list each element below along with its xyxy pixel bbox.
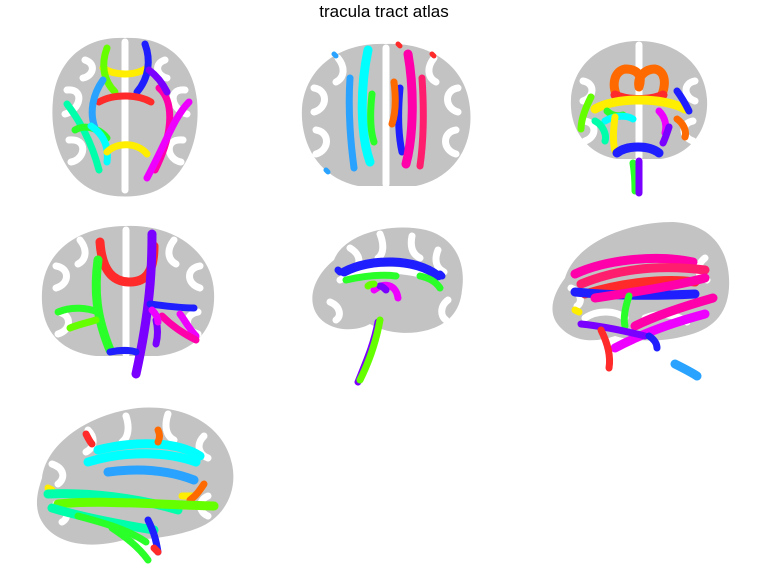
panel-coronal-anterior xyxy=(298,38,474,188)
axial-brain-image xyxy=(52,37,198,197)
coronal-anterior-brain-image xyxy=(301,41,471,188)
sagittal-lateral-right-brain-image xyxy=(552,222,730,381)
panel-coronal-posterior xyxy=(565,35,715,200)
panel-sagittal-lateral-left xyxy=(28,400,240,570)
panel-coronal-mid xyxy=(40,220,220,380)
panel-sagittal-medial xyxy=(300,220,470,390)
sagittal-lateral-left-brain-image xyxy=(36,407,234,564)
sagittal-medial-brain-image xyxy=(312,227,463,386)
coronal-mid-brain-image xyxy=(41,225,215,379)
panel-axial xyxy=(45,30,205,200)
panel-sagittal-lateral-right xyxy=(545,218,735,388)
figure-title: tracula tract atlas xyxy=(319,2,449,21)
coronal-posterior-brain-image xyxy=(570,41,708,197)
